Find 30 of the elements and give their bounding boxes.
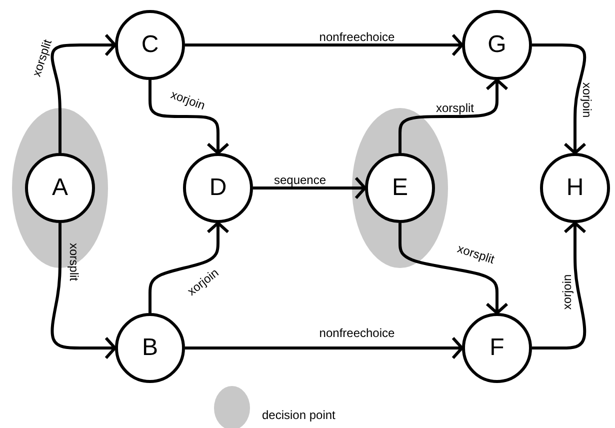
arrow [253,176,366,200]
arrow [398,78,508,153]
edge-label: xorsplit [68,243,80,281]
edge-label: nonfreechoice [319,31,395,43]
legend-label: decision point [262,408,336,422]
arrow [50,223,116,360]
state-label: F [490,336,504,360]
state-label: C [141,33,159,57]
arrow [398,223,508,314]
edge-label: xorjoin [581,82,593,118]
state-label: D [209,176,227,200]
state-label: E [392,176,408,200]
edge-label: xorjoin [561,274,573,310]
edge-label: xorsplit [456,242,496,266]
arrow [532,222,586,350]
arrow [532,44,586,154]
edge-label: nonfreechoice [319,327,395,339]
edge-label: xorjoin [169,88,207,112]
arrow [185,34,464,56]
state-label: H [566,176,584,200]
arrow [185,336,464,360]
state-label: A [52,176,68,200]
edge-label: xorsplit [30,38,54,78]
state-label: B [142,336,158,360]
edge-label: xorsplit [436,102,474,114]
edge-label: sequence [274,174,326,186]
arrow [50,34,116,153]
arrow [148,80,230,154]
state-label: G [488,33,506,57]
arrow [148,222,230,313]
